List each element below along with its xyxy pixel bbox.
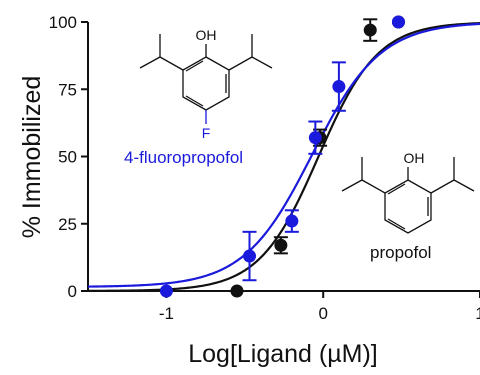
data-points xyxy=(159,15,405,298)
axes: 0 25 50 75 100 -1 0 1 xyxy=(49,13,480,323)
y-tick-label: 0 xyxy=(68,282,77,301)
y-tick-label: 100 xyxy=(49,13,77,32)
y-axis-title: % Immobilized xyxy=(18,76,46,239)
data-point-fluoropropofol xyxy=(159,284,173,298)
error-bars xyxy=(242,18,378,282)
data-point-propofol xyxy=(274,238,288,252)
y-tick-label: 50 xyxy=(58,148,77,167)
data-point-propofol xyxy=(363,23,377,37)
x-tick-label: 0 xyxy=(318,304,327,323)
data-point-fluoropropofol xyxy=(332,80,346,94)
fluoropropofol-oh-label: OH xyxy=(196,27,217,43)
fit-curve-propofol xyxy=(87,22,480,292)
data-point-propofol xyxy=(230,284,244,298)
x-tick-label: -1 xyxy=(159,304,174,323)
x-ticks: -1 0 1 xyxy=(159,291,480,323)
annotation-propofol: propofol xyxy=(370,243,431,262)
fluoropropofol-f-label: F xyxy=(202,125,211,141)
data-point-fluoropropofol xyxy=(391,15,405,29)
x-axis-title: Log[Ligand (µM)] xyxy=(188,340,378,368)
propofol-oh-label: OH xyxy=(404,150,425,166)
data-point-fluoropropofol xyxy=(243,249,257,263)
fluoropropofol-structure xyxy=(139,34,273,124)
fit-curves xyxy=(87,22,480,292)
fit-curve-fluoropropofol xyxy=(87,22,480,288)
y-tick-label: 25 xyxy=(58,215,77,234)
propofol-structure xyxy=(341,157,475,234)
data-point-fluoropropofol xyxy=(285,214,299,228)
y-tick-label: 75 xyxy=(58,80,77,99)
x-tick-label: 1 xyxy=(475,304,480,323)
y-ticks: 0 25 50 75 100 xyxy=(49,13,88,301)
annotation-fluoropropofol: 4-fluoropropofol xyxy=(124,148,243,167)
data-point-fluoropropofol xyxy=(308,131,322,145)
